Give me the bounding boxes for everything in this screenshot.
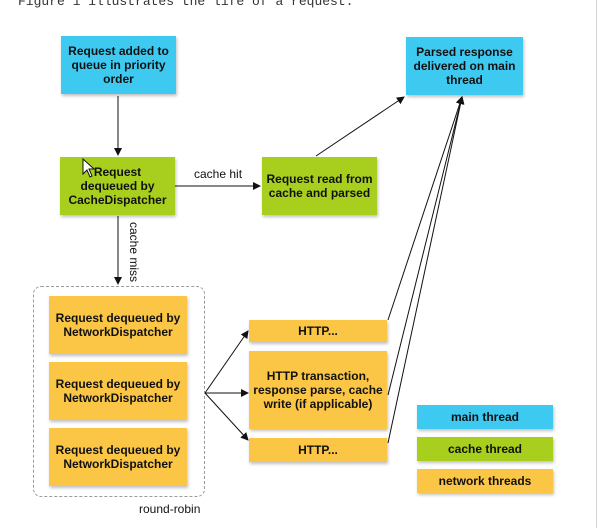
arrow-cache-read-to-response (315, 96, 405, 157)
arrow-http-bottom-to-response (387, 96, 465, 444)
arrow-rr-top (204, 330, 249, 394)
node-cache-dequeue: Request dequeued by CacheDispatcher (60, 157, 175, 215)
legend-cache-thread: cache thread (417, 437, 553, 461)
legend-network-threads: network threads (417, 469, 553, 493)
node-network-dequeue-1: Request dequeued by NetworkDispatcher (49, 296, 187, 354)
node-network-dequeue-3: Request dequeued by NetworkDispatcher (49, 428, 187, 486)
node-http-transaction: HTTP transaction, response parse, cache … (249, 351, 387, 429)
legend-main-thread: main thread (417, 405, 553, 429)
node-network-dequeue-2: Request dequeued by NetworkDispatcher (49, 362, 187, 420)
label-cache-hit: cache hit (194, 167, 243, 181)
node-parsed-response: Parsed response delivered on main thread (406, 37, 523, 95)
network-dispatcher-group (33, 286, 205, 497)
node-request-added: Request added to queue in priority order (61, 36, 176, 94)
arrow-http-top-to-response (387, 96, 464, 321)
node-cache-read: Request read from cache and parsed (262, 157, 377, 215)
label-cache-miss: cache miss (127, 222, 141, 283)
label-round-robin: round-robin (139, 502, 201, 516)
mouse-pointer-icon (82, 158, 96, 178)
node-http-bottom: HTTP... (249, 438, 387, 462)
caption-text: Figure 1 illustrates the life of a reque… (18, 0, 354, 9)
page-divider (596, 0, 597, 528)
node-http-top: HTTP... (249, 320, 387, 342)
arrow-rr-bottom (204, 392, 249, 441)
arrow-http-transaction-to-response (387, 96, 465, 396)
